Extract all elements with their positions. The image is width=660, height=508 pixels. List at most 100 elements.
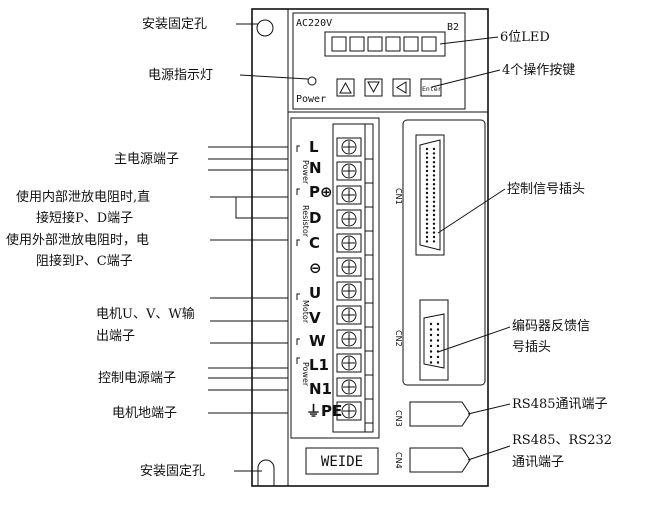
terminal-screw[interactable] [336, 377, 373, 400]
brand-plate [305, 447, 379, 475]
group-label-power-main: Power [301, 160, 310, 185]
callout-led6: 6位LED [500, 30, 550, 45]
callout-rs485: RS485通讯端子 [512, 397, 608, 412]
mount-hole-bottom [257, 459, 275, 486]
cn1-pin [432, 205, 436, 208]
cn1-pin [432, 169, 436, 173]
cn1-pin [432, 222, 436, 225]
cn1-pin [432, 183, 436, 186]
cn1-pin [425, 174, 429, 177]
cn1-pin [432, 235, 436, 239]
key-enter[interactable] [420, 78, 442, 97]
key-left[interactable] [392, 78, 411, 97]
power-indicator-led [307, 76, 317, 86]
cn1-pin [425, 205, 429, 208]
cn1-pin [425, 165, 429, 168]
cn2-pin [429, 328, 433, 331]
cn2-connector [419, 299, 449, 381]
cn1-pin [425, 187, 429, 190]
terminal-PE: ⏚PE [306, 402, 342, 420]
callout-motor-uvw-1: 电机U、V、W输 [96, 306, 195, 322]
display-code: B2 [447, 22, 459, 33]
cn1-pin [425, 213, 429, 217]
cn2-pin [429, 322, 433, 326]
terminal-N: N [309, 159, 322, 177]
cn1-pin [432, 200, 436, 203]
callout-control-power: 控制电源端子 [98, 371, 176, 386]
terminal-block: Power Resistor Motor Power L N P⊕ D C ⊖ … [290, 117, 380, 439]
callout-rs485-232-1: RS485、RS232 [512, 433, 612, 448]
enter-label: Enter [422, 85, 442, 93]
callout-motor-ground: 电机地端子 [112, 406, 177, 421]
terminal-screw[interactable] [336, 137, 373, 160]
cn2-pin [429, 355, 433, 359]
callout-rs485-232-2: 通讯端子 [512, 455, 564, 470]
terminal-screw[interactable] [336, 185, 373, 208]
led-display [324, 31, 446, 57]
cn1-pin [432, 227, 436, 230]
cn1-pin [432, 209, 436, 212]
callout-main-power: 主电源端子 [114, 152, 179, 167]
callout-power-indicator: 电源指示灯 [148, 68, 213, 83]
cn2-pin [429, 361, 433, 364]
terminal-screw[interactable] [336, 329, 373, 352]
terminal-screw[interactable] [336, 161, 373, 184]
terminal-C: C [309, 234, 320, 252]
cn1-pin [432, 178, 436, 181]
cn1-pin [432, 147, 436, 151]
cn1-pin [432, 218, 436, 221]
cn2-pin [436, 344, 440, 348]
terminal-screw[interactable] [336, 257, 373, 280]
terminal-screw[interactable] [336, 209, 373, 232]
terminal-screw[interactable] [336, 353, 373, 376]
cn2-pin [436, 328, 440, 331]
cn2-pin [429, 344, 433, 348]
cn1-pin [432, 213, 436, 217]
terminal-screw[interactable] [336, 281, 373, 304]
left-arrow-icon [396, 81, 407, 94]
terminal-screw[interactable] [336, 233, 373, 256]
terminal-P: P⊕ [309, 183, 333, 201]
cn1-pin [425, 209, 429, 212]
cn4-label: CN4 [394, 452, 403, 469]
group-label-resistor: Resistor [301, 205, 310, 238]
cn1-pin [425, 200, 429, 203]
callout-encoder-1: 编码器反馈信 [512, 319, 590, 334]
key-down[interactable] [364, 78, 383, 97]
cn1-pin [425, 156, 429, 159]
terminal-V: V [309, 309, 321, 327]
power-label: Power [296, 94, 326, 105]
cn2-pin [436, 339, 440, 342]
up-arrow-icon [339, 81, 352, 94]
terminal-N1: N1 [309, 380, 332, 398]
cn2-pin [436, 355, 440, 359]
connector-panel: CN1 CN2 CN3 CN4 [394, 119, 486, 473]
cn4-connector[interactable] [409, 447, 471, 473]
callout-internal-resistor-1: 使用内部泄放电阻时,直 [16, 189, 150, 205]
leader-lines [208, 23, 511, 472]
callout-external-resistor-2: 阻接到P、C端子 [36, 253, 133, 269]
cn2-pin [436, 322, 440, 326]
cn3-connector[interactable] [409, 401, 471, 427]
cn1-pin [425, 152, 429, 155]
mount-hole-top [256, 19, 274, 37]
callout-control-signal: 控制信号插头 [507, 182, 585, 197]
cn2-pin [429, 350, 433, 353]
key-up[interactable] [336, 78, 355, 97]
callout-external-resistor-1: 使用外部泄放电阻时，电 [6, 232, 149, 248]
display-panel: AC220V B2 Power Enter [292, 12, 466, 110]
cn1-pin [425, 196, 429, 199]
callouts: 安装固定孔 电源指示灯 6位LED 4个操作按键 主电源端子 使用内部泄放电阻时… [6, 17, 612, 479]
cn1-pin [432, 161, 436, 164]
group-label-motor: Motor [301, 300, 310, 324]
callout-mount-hole-top: 安装固定孔 [142, 17, 207, 32]
cn1-pin [425, 222, 429, 225]
terminal-minus: ⊖ [309, 259, 322, 277]
terminal-W: W [309, 332, 326, 350]
terminal-screw[interactable] [336, 305, 373, 328]
cn3-label: CN3 [394, 410, 403, 427]
terminal-screw[interactable] [336, 401, 373, 424]
cn2-pin [436, 361, 440, 364]
cn2-pin [429, 339, 433, 342]
